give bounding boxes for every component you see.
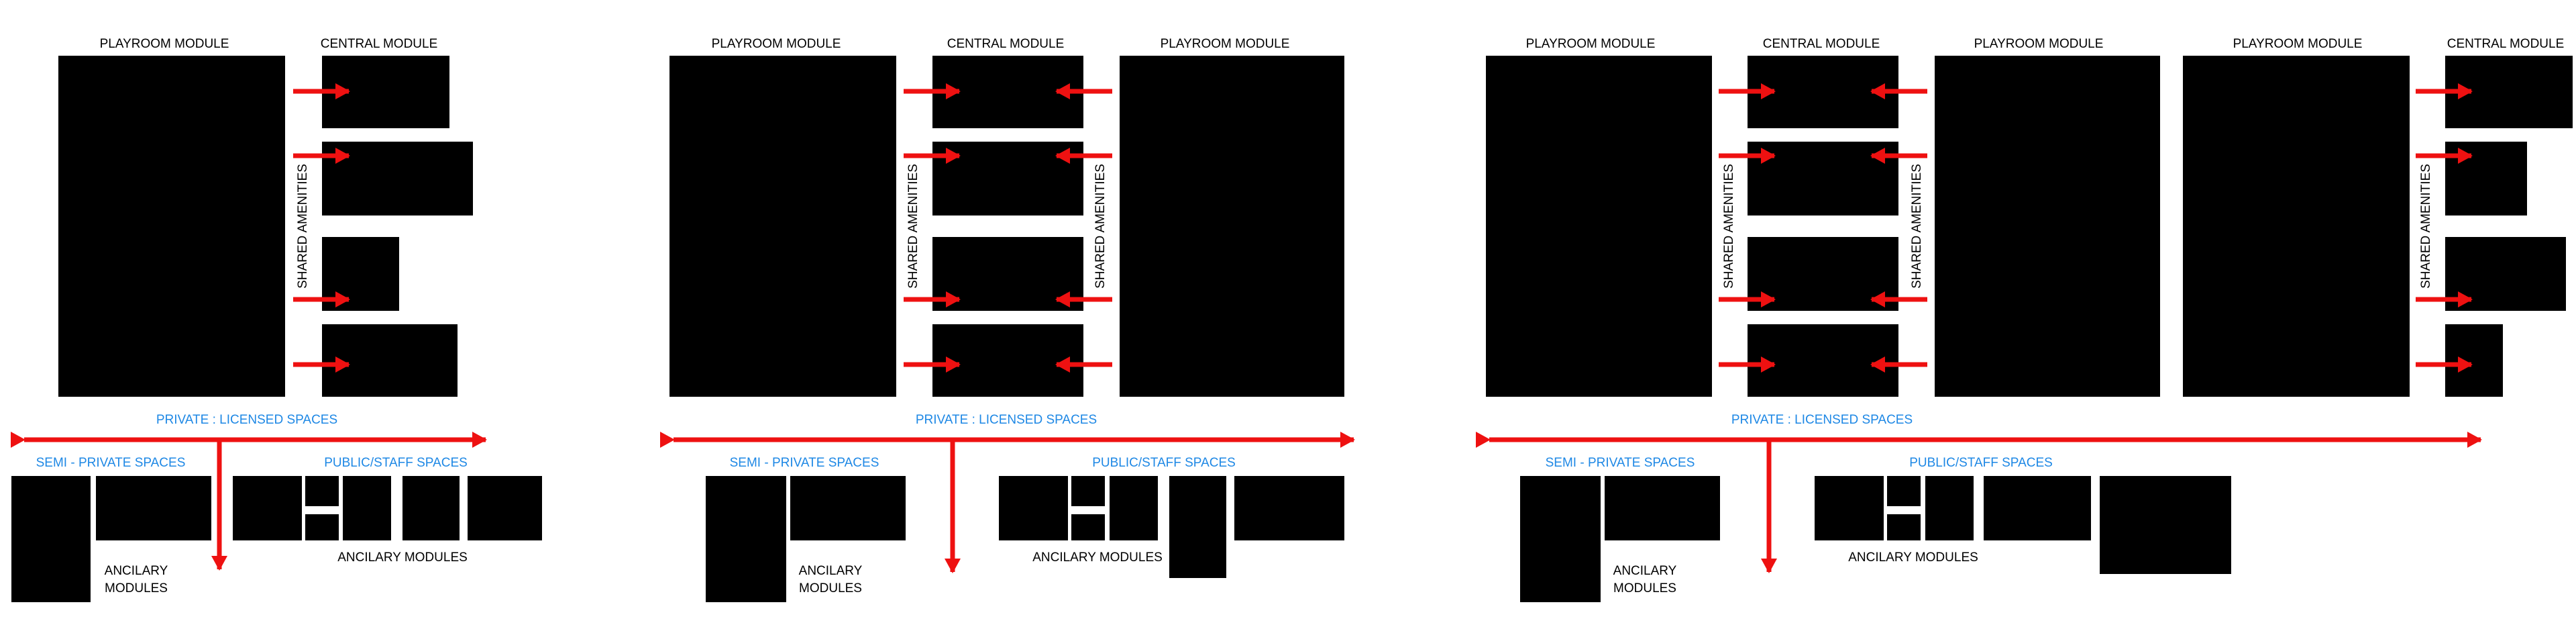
shared-amenities-label: SHARED AMENITIES	[2419, 164, 2433, 289]
ancilary-label: ANCILARY	[105, 564, 168, 578]
playroom-module-block	[2183, 56, 2410, 397]
public-staff-label: PUBLIC/STAFF SPACES	[1092, 456, 1236, 470]
ancillary-block	[233, 476, 302, 540]
ancillary-block	[1520, 476, 1601, 602]
ancillary-block	[1605, 476, 1720, 540]
public-staff-label: PUBLIC/STAFF SPACES	[324, 456, 468, 470]
ancillary-block	[1071, 514, 1105, 540]
ancilary-modules-label: ANCILARY MODULES	[1032, 550, 1163, 565]
ancillary-block	[790, 476, 906, 540]
playroom-module-label: PLAYROOM MODULE	[1974, 37, 2104, 51]
semi-private-label: SEMI - PRIVATE SPACES	[1546, 456, 1695, 470]
playroom-module-label: PLAYROOM MODULE	[100, 37, 229, 51]
modules-label: MODULES	[799, 581, 862, 595]
panel-2: PLAYROOM MODULE CENTRAL MODULE PLAYROOM …	[660, 37, 1355, 602]
ancillary-block	[11, 476, 91, 602]
ancillary-block	[343, 476, 391, 540]
ancillary-block	[1887, 476, 1921, 506]
ancillary-block	[1234, 476, 1344, 540]
ancillary-block	[1815, 476, 1884, 540]
private-spaces-label: PRIVATE : LICENSED SPACES	[916, 413, 1097, 427]
ancillary-block	[1071, 476, 1105, 506]
ancillary-block	[96, 476, 211, 540]
ancilary-modules-label: ANCILARY MODULES	[337, 550, 468, 565]
ancillary-block	[305, 476, 339, 506]
semi-private-label: SEMI - PRIVATE SPACES	[36, 456, 186, 470]
private-spaces-label: PRIVATE : LICENSED SPACES	[1731, 413, 1913, 427]
ancilary-modules-label: ANCILARY MODULES	[1848, 550, 1978, 565]
central-module-block	[322, 324, 458, 397]
ancillary-block	[1925, 476, 1974, 540]
central-module-label: CENTRAL MODULE	[321, 37, 438, 51]
playroom-module-block	[669, 56, 896, 397]
ancillary-block	[1110, 476, 1158, 540]
ancillary-block	[402, 476, 460, 540]
ancillary-block	[2100, 476, 2231, 574]
ancillary-block	[468, 476, 542, 540]
ancilary-label: ANCILARY	[799, 564, 863, 578]
semi-private-label: SEMI - PRIVATE SPACES	[730, 456, 879, 470]
ancillary-block	[305, 514, 339, 540]
shared-amenities-label: SHARED AMENITIES	[1910, 164, 1924, 289]
central-module-block	[2445, 142, 2527, 215]
modules-label: MODULES	[105, 581, 168, 595]
ancillary-block	[1984, 476, 2091, 540]
playroom-module-label: PLAYROOM MODULE	[1161, 37, 1290, 51]
central-module-label: CENTRAL MODULE	[1763, 37, 1880, 51]
playroom-module-label: PLAYROOM MODULE	[1526, 37, 1656, 51]
playroom-module-block	[1120, 56, 1344, 397]
panel-3: PLAYROOM MODULE CENTRAL MODULE PLAYROOM …	[1476, 37, 2573, 602]
ancillary-block	[706, 476, 786, 602]
playroom-module-block	[1935, 56, 2160, 397]
central-module-block	[2445, 324, 2503, 397]
private-spaces-label: PRIVATE : LICENSED SPACES	[156, 413, 337, 427]
playroom-module-label: PLAYROOM MODULE	[2233, 37, 2363, 51]
central-module-block	[932, 324, 1083, 397]
central-module-label: CENTRAL MODULE	[2447, 37, 2565, 51]
playroom-module-label: PLAYROOM MODULE	[712, 37, 841, 51]
playroom-module-block	[1486, 56, 1712, 397]
ancillary-block	[999, 476, 1068, 540]
shared-amenities-label: SHARED AMENITIES	[1093, 164, 1108, 289]
modules-label: MODULES	[1613, 581, 1676, 595]
central-module-block	[322, 142, 473, 215]
central-module-block	[932, 142, 1083, 215]
playroom-module-block	[58, 56, 285, 397]
panel-1: PLAYROOM MODULE CENTRAL MODULE SHARED AM…	[11, 37, 542, 602]
shared-amenities-label: SHARED AMENITIES	[296, 164, 310, 289]
ancilary-label: ANCILARY	[1613, 564, 1677, 578]
ancillary-block	[1887, 514, 1921, 540]
shared-amenities-label: SHARED AMENITIES	[1722, 164, 1736, 289]
central-module-block	[1748, 142, 1898, 215]
public-staff-label: PUBLIC/STAFF SPACES	[1909, 456, 2053, 470]
central-module-block	[1748, 324, 1898, 397]
shared-amenities-label: SHARED AMENITIES	[906, 164, 920, 289]
ancillary-block	[1169, 476, 1226, 578]
central-module-label: CENTRAL MODULE	[947, 37, 1065, 51]
